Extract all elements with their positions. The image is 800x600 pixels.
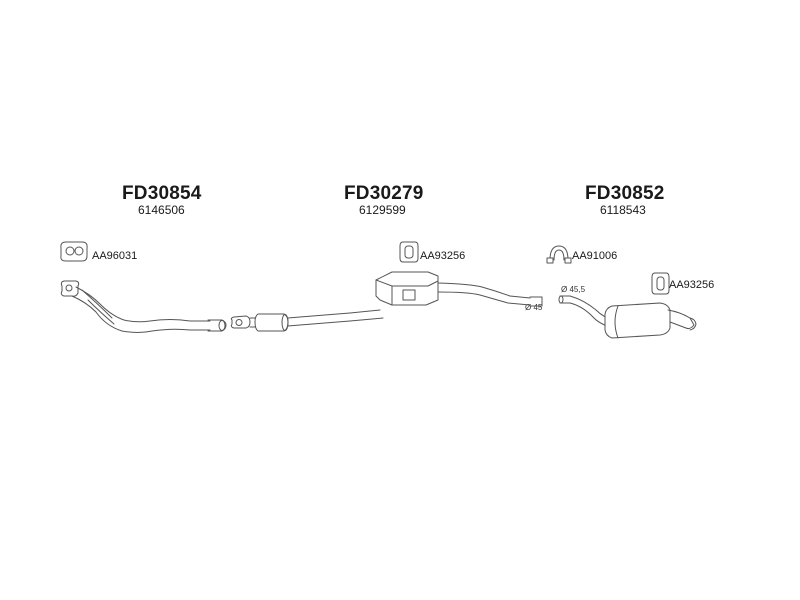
rear-silencer-code: FD30852 <box>585 183 665 204</box>
gasket-part-number: AA96031 <box>92 250 138 262</box>
pipe-clamp-icon <box>546 245 572 264</box>
rear-inlet-diameter-label: Ø 45,5 <box>561 285 586 294</box>
rubber-hanger-icon <box>399 241 419 263</box>
middle-silencer-code: FD30279 <box>344 183 424 204</box>
rubber-hanger-rear-icon <box>651 272 670 295</box>
rear-silencer-oem-number: 6118543 <box>600 203 646 217</box>
middle-silencer-icon <box>230 271 543 332</box>
hanger-mid-part-number: AA93256 <box>420 250 466 262</box>
hanger-rear-part-number: AA93256 <box>669 279 715 291</box>
clamp-part-number: AA91006 <box>572 250 618 262</box>
front-pipe-oem-number: 6146506 <box>138 203 185 217</box>
gasket-icon <box>60 241 88 262</box>
middle-silencer-oem-number: 6129599 <box>359 203 406 217</box>
front-pipe-code: FD30854 <box>122 183 202 204</box>
mid-pipe-diameter-label: Ø 45 <box>525 303 543 312</box>
front-pipe-icon <box>60 280 227 333</box>
rear-silencer-icon <box>558 295 697 339</box>
